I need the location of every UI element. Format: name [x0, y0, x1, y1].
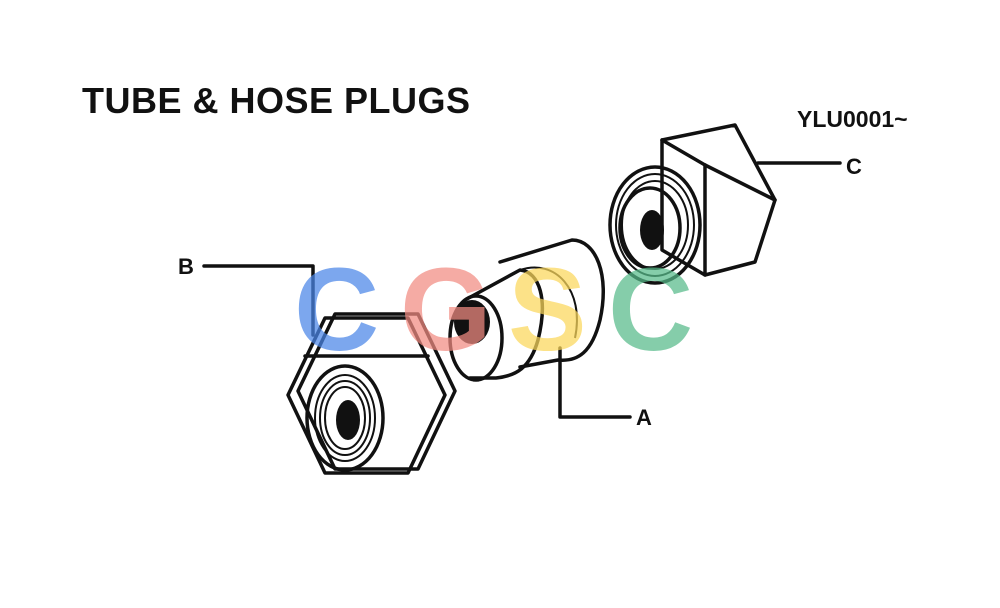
leader-line-b — [202, 264, 315, 337]
diagram-title: TUBE & HOSE PLUGS — [82, 80, 471, 121]
watermark-letter-4: C — [608, 244, 693, 376]
watermark-logo: C G S C — [294, 244, 693, 376]
watermark-letter-1: C — [294, 244, 379, 376]
callout-label-a: A — [636, 405, 652, 430]
leader-line-a — [558, 346, 632, 419]
watermark-letter-3: S — [508, 244, 587, 376]
tube-plug-icon — [448, 238, 605, 382]
hex-nut-icon — [286, 312, 457, 475]
part-code: YLU0001~ — [797, 106, 908, 132]
callout-label-b: B — [178, 254, 194, 279]
hose-plug-icon — [608, 123, 777, 285]
watermark-letter-2: G — [400, 244, 492, 376]
callout-label-c: C — [846, 154, 862, 179]
